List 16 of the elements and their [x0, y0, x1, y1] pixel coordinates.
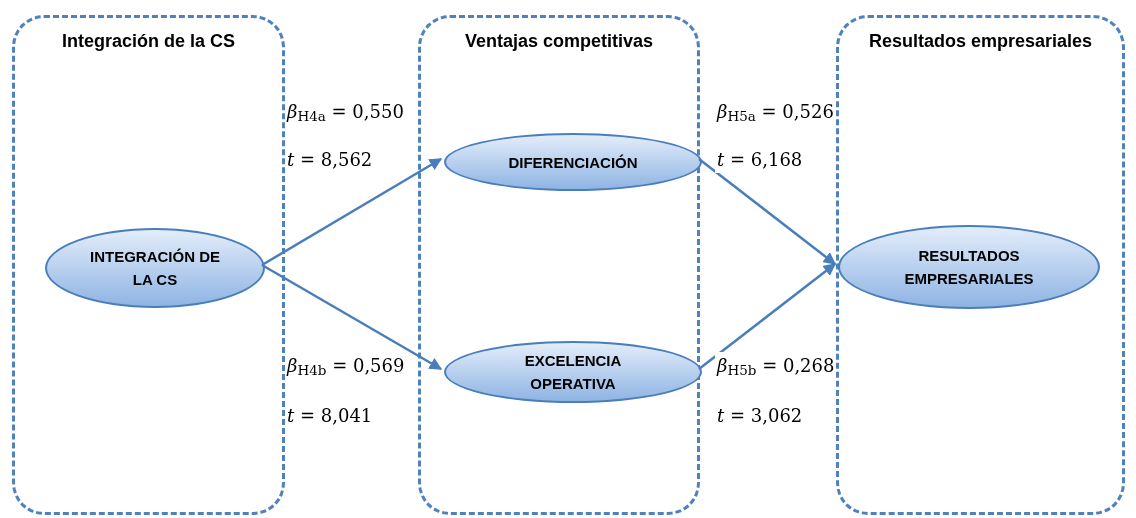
- panel-heading: Integración de la CS: [60, 30, 236, 53]
- panel-heading: Ventajas competitivas: [463, 30, 655, 53]
- node-label: DIFERENCIACIÓN: [507, 152, 639, 173]
- dashed-panel: [418, 15, 700, 515]
- dashed-panel: [836, 15, 1125, 515]
- panel-heading: Resultados empresariales: [867, 30, 1094, 53]
- coefficient-label: β$_{H5b}$ = 0,268: [715, 352, 837, 379]
- node-label: EXCELENCIA OPERATIVA: [523, 351, 623, 394]
- ellipse-node: [444, 133, 702, 191]
- arrow: [698, 263, 836, 370]
- arrow: [261, 157, 443, 267]
- node-label: INTEGRACIÓN DE LA CS: [89, 247, 221, 290]
- arrow: [261, 263, 443, 371]
- dashed-panel: [12, 15, 285, 515]
- arrow: [698, 158, 836, 265]
- node-label: RESULTADOS EMPRESARIALES: [903, 246, 1035, 289]
